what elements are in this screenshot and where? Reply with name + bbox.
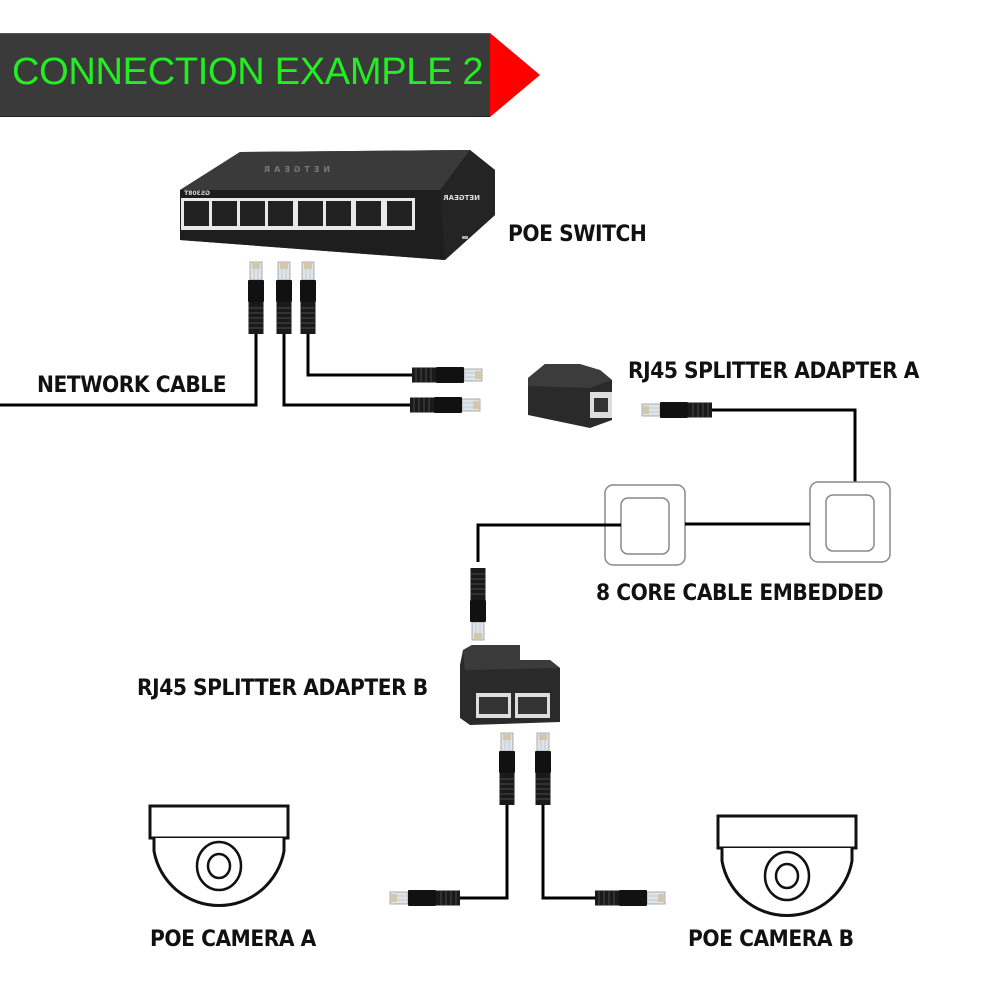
camera-cables bbox=[460, 805, 595, 900]
poe-switch-label: POE SWITCH bbox=[508, 222, 647, 247]
splitter-b-input-plug bbox=[469, 567, 487, 641]
wall-plate-right bbox=[809, 481, 891, 563]
switch-plug-2 bbox=[275, 261, 293, 335]
switch-top-logo: NETGEAR bbox=[260, 165, 330, 174]
camera-b-plug bbox=[594, 889, 666, 907]
camera-a-label: POE CAMERA A bbox=[150, 927, 316, 952]
camera-b-label: POE CAMERA B bbox=[688, 927, 854, 952]
switch-brand: NETGEAR bbox=[443, 194, 480, 202]
core-cable-label: 8 CORE CABLE EMBEDDED bbox=[596, 581, 884, 606]
splitter-a-plug bbox=[641, 401, 713, 419]
cable-plug-upper bbox=[411, 366, 483, 384]
splitter-b-output-plug-1 bbox=[498, 732, 516, 806]
switch-model-mirrored: GS308T bbox=[183, 190, 210, 197]
poe-switch: NETGEAR GS308T NETGEAR bbox=[180, 150, 495, 260]
splitter-adapter-b bbox=[460, 645, 560, 725]
switch-ports bbox=[181, 198, 415, 230]
network-cable-label: NETWORK CABLE bbox=[37, 373, 227, 398]
splitter-b-output-plug-2 bbox=[534, 732, 552, 806]
power-led-icon bbox=[462, 236, 468, 239]
switch-plug-3 bbox=[299, 261, 317, 335]
switch-plug-1 bbox=[247, 261, 265, 335]
splitter-adapter-a bbox=[528, 364, 612, 428]
cable-a-to-wall bbox=[712, 408, 857, 482]
camera-a-plug bbox=[389, 889, 461, 907]
splitter-b-label: RJ45 SPLITTER ADAPTER B bbox=[137, 676, 428, 701]
banner-title: CONNECTION EXAMPLE 2 bbox=[12, 51, 484, 93]
switch-brand-mirrored: NETGEAR bbox=[443, 194, 480, 202]
svg-text:NETGEAR: NETGEAR bbox=[260, 165, 330, 174]
cable-plug-lower bbox=[409, 396, 481, 414]
cable-wall-to-b bbox=[476, 523, 621, 562]
switch-cables bbox=[0, 334, 412, 407]
camera-b-icon bbox=[716, 814, 858, 918]
banner-arrow-icon bbox=[490, 33, 540, 117]
switch-model: GS308T bbox=[183, 190, 210, 197]
splitter-a-label: RJ45 SPLITTER ADAPTER A bbox=[628, 359, 920, 384]
title-banner: CONNECTION EXAMPLE 2 bbox=[0, 33, 490, 117]
camera-a-icon bbox=[148, 804, 290, 908]
